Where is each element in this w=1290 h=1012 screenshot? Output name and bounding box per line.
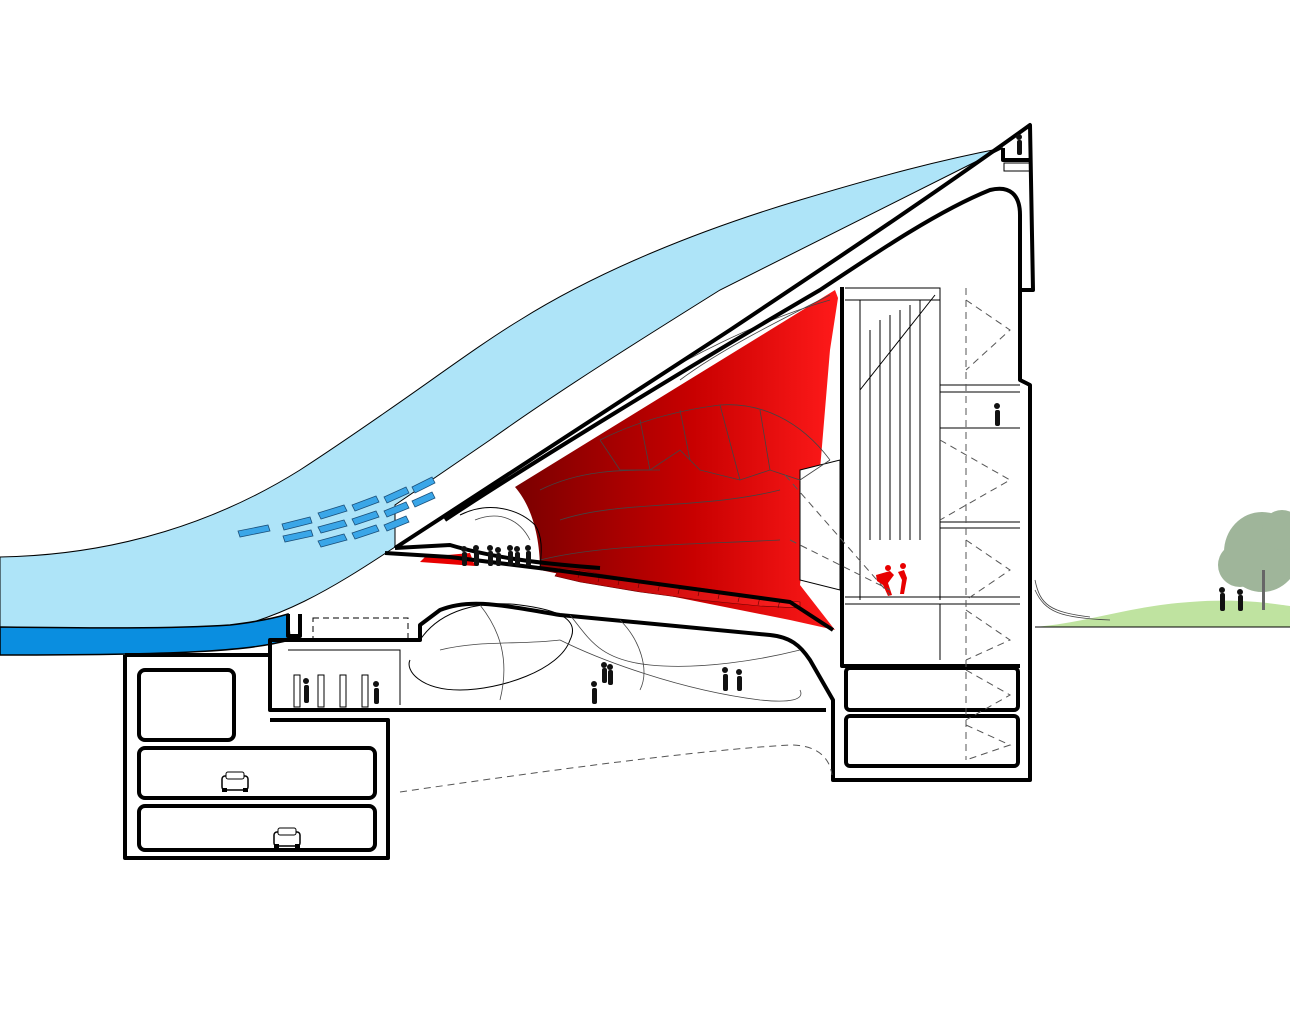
auditorium-volume [515,290,838,630]
foyer-people [461,545,531,566]
lobby-people [303,662,742,704]
tower-people [994,134,1022,426]
upper-balcony-wall [799,459,841,591]
person-figures-landscape [1219,587,1243,611]
parking-cars [221,771,301,848]
person-figures [303,134,1022,704]
car-upper [221,771,249,792]
landscape [1034,510,1290,628]
lobby-forms [288,603,802,708]
stage-dancers [876,563,907,596]
dashed-lines [399,288,1012,793]
car-lower [273,827,301,848]
structure-walls [123,123,1035,860]
tree [1218,510,1290,610]
grass-mound [1035,600,1290,627]
foyer-arch [459,507,542,571]
skylight-panels [237,476,436,548]
